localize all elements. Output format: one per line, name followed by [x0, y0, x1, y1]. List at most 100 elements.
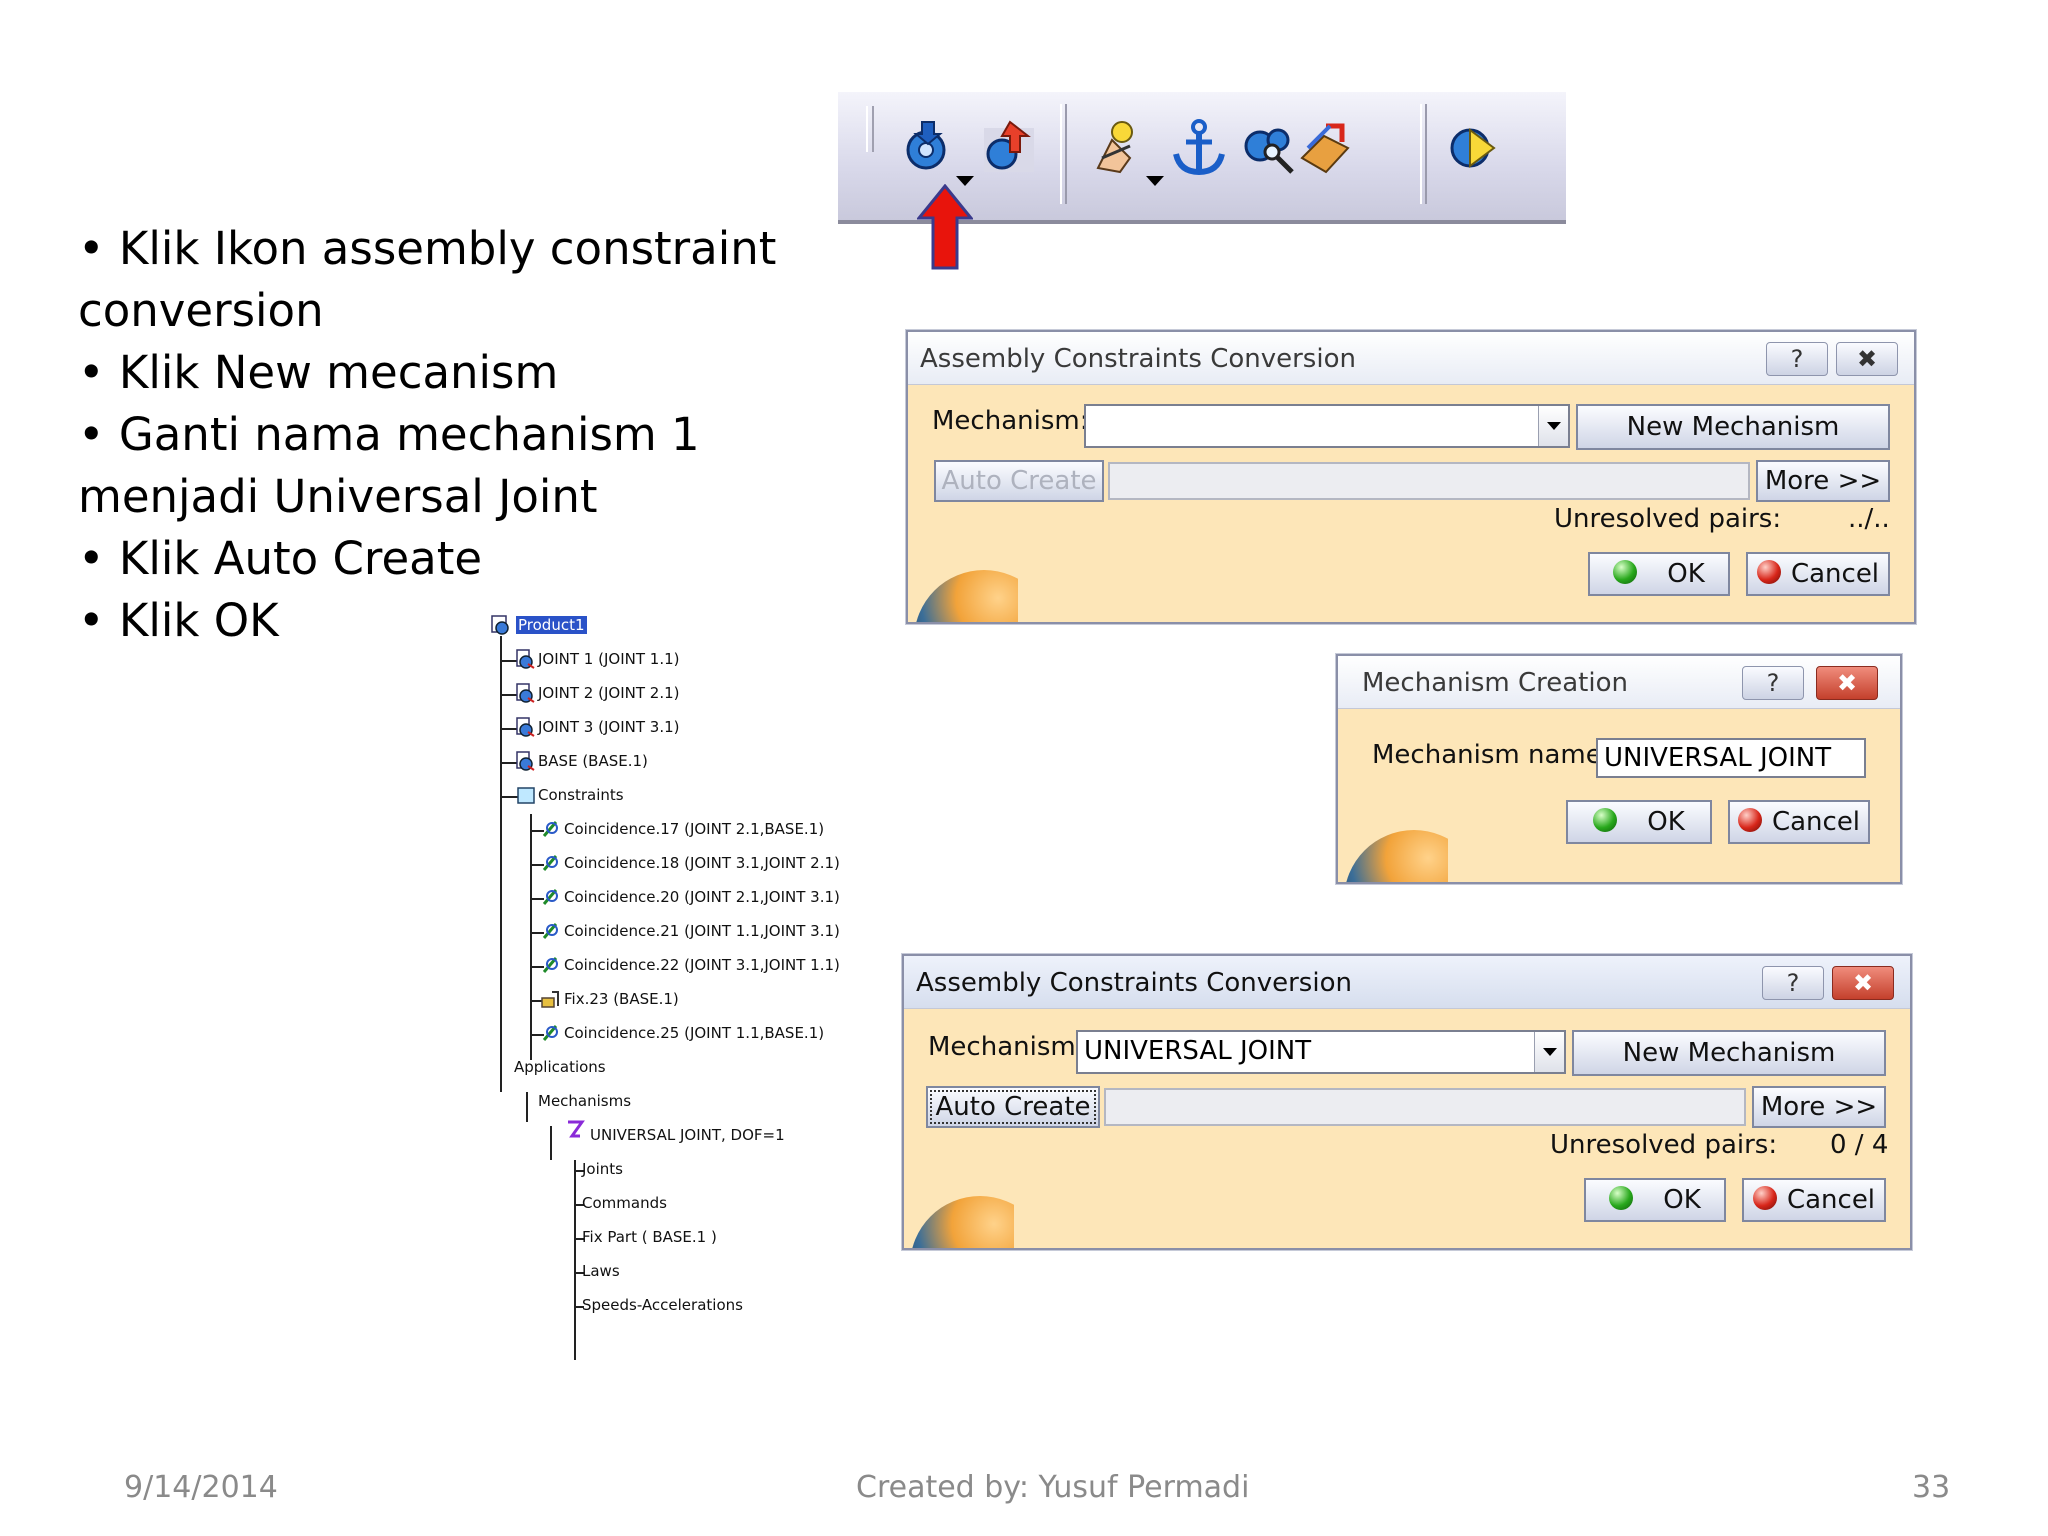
- tree-constraint-item[interactable]: Fix.23 (BASE.1): [564, 990, 679, 1008]
- auto-create-label: Auto Create: [930, 1090, 1096, 1124]
- tree-constraint-item[interactable]: Coincidence.25 (JOINT 1.1,BASE.1): [564, 1024, 825, 1042]
- dialog-title: Assembly Constraints Conversion: [916, 968, 1352, 998]
- tree-mechanisms-node[interactable]: Mechanisms: [538, 1092, 632, 1110]
- new-mechanism-button[interactable]: New Mechanism: [1572, 1030, 1886, 1076]
- product-icon: [491, 615, 509, 635]
- unresolved-pairs-label: Unresolved pairs:: [1554, 504, 1782, 534]
- mechanism-creation-dialog: Mechanism Creation ? ✖ Mechanism name: U…: [1336, 654, 1902, 884]
- analyze-mechanism-icon[interactable]: [1240, 118, 1298, 176]
- new-mechanism-button[interactable]: New Mechanism: [1576, 404, 1890, 450]
- mechanism-name-label: Mechanism name:: [1372, 740, 1611, 770]
- tree-part-item[interactable]: BASE (BASE.1): [538, 752, 648, 770]
- kinematics-update-icon[interactable]: [980, 118, 1038, 176]
- tree-root-product[interactable]: Product1: [516, 614, 587, 636]
- instruction-line: • Klik Ikon assembly constraint: [78, 222, 777, 275]
- instruction-line: conversion: [78, 284, 324, 337]
- ok-label: OK: [1667, 559, 1705, 589]
- sequence-icon[interactable]: [1296, 118, 1354, 176]
- fix-anchor-icon: [541, 991, 559, 1008]
- tree-connector: [574, 1160, 576, 1360]
- unresolved-pairs-value: 0 / 4: [1830, 1130, 1889, 1160]
- cancel-label: Cancel: [1771, 807, 1861, 837]
- chevron-down-icon[interactable]: [1538, 406, 1568, 446]
- tree-connector: [500, 762, 518, 764]
- tree-constraint-item[interactable]: Coincidence.20 (JOINT 2.1,JOINT 3.1): [564, 888, 840, 906]
- dialog-title: Assembly Constraints Conversion: [920, 344, 1356, 374]
- tree-connector: [574, 1238, 584, 1240]
- tree-applications-node[interactable]: Applications: [514, 1058, 606, 1076]
- tree-root-label: Product1: [516, 616, 587, 634]
- cancel-button[interactable]: Cancel: [1728, 800, 1870, 844]
- mechanism-select[interactable]: [1084, 404, 1570, 448]
- dialog-title-bar: Mechanism Creation ? ✖: [1338, 656, 1900, 709]
- tree-part-item[interactable]: JOINT 3 (JOINT 3.1): [538, 718, 680, 736]
- catia-globe-icon: [904, 1178, 1014, 1248]
- progress-bar: [1108, 462, 1750, 500]
- anchor-fixed-part-icon[interactable]: [1170, 118, 1228, 176]
- tree-part-item[interactable]: JOINT 1 (JOINT 1.1): [538, 650, 680, 668]
- tree-connector: [574, 1306, 584, 1308]
- ok-button[interactable]: OK: [1566, 800, 1712, 844]
- toolbar-grip[interactable]: [866, 106, 874, 152]
- tree-part-item[interactable]: JOINT 2 (JOINT 2.1): [538, 684, 680, 702]
- mechanism-name-input[interactable]: UNIVERSAL JOINT: [1596, 738, 1866, 778]
- help-button[interactable]: ?: [1766, 342, 1828, 376]
- toolbar-separator: [1060, 104, 1067, 204]
- tree-constraint-item[interactable]: Coincidence.17 (JOINT 2.1,BASE.1): [564, 820, 825, 838]
- ok-button[interactable]: OK: [1588, 552, 1730, 596]
- footer-date: 9/14/2014: [124, 1470, 278, 1505]
- tree-mechanism-child[interactable]: Commands: [582, 1194, 667, 1212]
- dropdown-arrow-icon[interactable]: [1146, 176, 1164, 186]
- more-button[interactable]: More >>: [1752, 1086, 1886, 1128]
- tree-mechanism-child[interactable]: Speeds-Accelerations: [582, 1296, 743, 1314]
- help-button[interactable]: ?: [1742, 666, 1804, 700]
- instruction-line: • Ganti nama mechanism 1: [78, 408, 700, 461]
- coincidence-constraint-icon: [542, 889, 558, 905]
- mechanism-icon: [568, 1120, 585, 1138]
- cancel-button[interactable]: Cancel: [1746, 552, 1890, 596]
- chevron-down-icon[interactable]: [1534, 1032, 1564, 1072]
- assembly-constraints-conversion-dialog-filled: Assembly Constraints Conversion ? ✖ Mech…: [902, 954, 1912, 1250]
- help-button[interactable]: ?: [1762, 966, 1824, 1000]
- coincidence-constraint-icon: [542, 1025, 558, 1041]
- red-cancel-icon: [1752, 1185, 1777, 1210]
- assembly-constraints-conversion-icon[interactable]: [900, 118, 958, 176]
- footer-page-number: 33: [1912, 1470, 1951, 1505]
- tree-connector: [500, 728, 518, 730]
- part-icon: [516, 649, 535, 669]
- close-button[interactable]: ✖: [1832, 966, 1894, 1000]
- tree-mechanism-item[interactable]: UNIVERSAL JOINT, DOF=1: [590, 1126, 785, 1144]
- tree-constraint-item[interactable]: Coincidence.18 (JOINT 3.1,JOINT 2.1): [564, 854, 840, 872]
- mechanism-label: Mechanism:: [932, 406, 1089, 436]
- more-button[interactable]: More >>: [1756, 460, 1890, 502]
- dialog-title-bar: Assembly Constraints Conversion ? ✖: [908, 332, 1914, 385]
- tree-constraint-item[interactable]: Coincidence.22 (JOINT 3.1,JOINT 1.1): [564, 956, 840, 974]
- tree-mechanism-child[interactable]: Joints: [582, 1160, 623, 1178]
- tree-connector: [530, 1000, 544, 1002]
- ok-label: OK: [1663, 1185, 1701, 1215]
- tree-constraint-item[interactable]: Coincidence.21 (JOINT 1.1,JOINT 3.1): [564, 922, 840, 940]
- dialog-title: Mechanism Creation: [1362, 668, 1628, 698]
- ok-button[interactable]: OK: [1584, 1178, 1726, 1222]
- tree-mechanism-child[interactable]: Fix Part ( BASE.1 ): [582, 1228, 717, 1246]
- cancel-label: Cancel: [1786, 1185, 1876, 1215]
- dropdown-arrow-icon[interactable]: [956, 176, 974, 186]
- cancel-button[interactable]: Cancel: [1742, 1178, 1886, 1222]
- red-arrow-indicator: [917, 184, 973, 270]
- part-icon: [516, 717, 535, 737]
- close-button[interactable]: ✖: [1836, 342, 1898, 376]
- close-button[interactable]: ✖: [1816, 666, 1878, 700]
- auto-create-button[interactable]: Auto Create: [934, 460, 1104, 502]
- auto-create-button[interactable]: Auto Create: [926, 1086, 1100, 1128]
- simulation-icon[interactable]: [1090, 118, 1148, 176]
- instruction-line: • Klik Auto Create: [78, 532, 483, 585]
- tree-connector: [500, 660, 518, 662]
- tree-mechanism-child[interactable]: Laws: [582, 1262, 620, 1280]
- mechanism-select[interactable]: UNIVERSAL JOINT: [1076, 1030, 1566, 1074]
- specification-tree: Product1 JOINT 1 (JOINT 1.1) JOINT 2 (JO…: [486, 614, 866, 1360]
- green-ok-icon: [1613, 559, 1638, 584]
- tree-constraints-node[interactable]: Constraints: [538, 786, 624, 804]
- mechanism-dressup-icon[interactable]: [1444, 118, 1502, 176]
- mechanism-select-value: UNIVERSAL JOINT: [1084, 1036, 1312, 1066]
- toolbar-separator: [1420, 104, 1427, 204]
